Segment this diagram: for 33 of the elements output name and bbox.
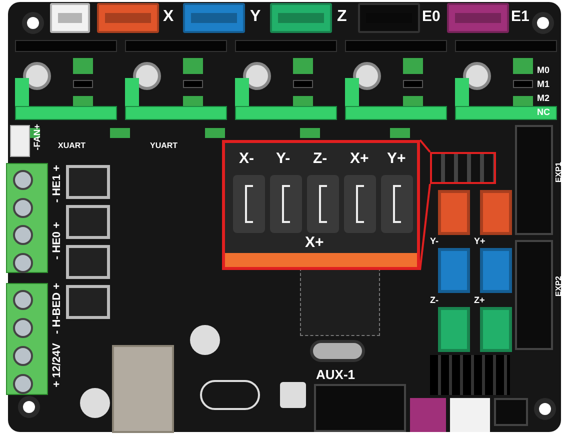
- silkscreen-label: EXP2: [555, 276, 563, 296]
- silkscreen-label: X-: [239, 151, 254, 166]
- silkscreen-label: AUX-1: [316, 368, 356, 381]
- silkscreen-label: E1: [511, 9, 530, 24]
- silkscreen-label: YUART: [150, 142, 178, 150]
- leader-line: [419, 184, 431, 270]
- magnified-inset: [222, 140, 420, 270]
- silkscreen-label: - HE0 +: [52, 222, 63, 260]
- silkscreen-label: E0: [422, 9, 440, 24]
- silkscreen-label: Y+: [387, 151, 406, 166]
- silkscreen-label: X+: [350, 151, 369, 166]
- leader-line: [419, 139, 431, 153]
- silkscreen-label: M2: [537, 94, 550, 103]
- silkscreen-label: - H-BED +: [52, 283, 63, 334]
- silkscreen-label: Y-: [430, 237, 439, 246]
- silkscreen-label: - HE1 +: [52, 165, 63, 203]
- silkscreen-label: Z: [337, 9, 347, 25]
- silkscreen-label: Y: [250, 9, 261, 25]
- silkscreen-label: Z-: [313, 151, 328, 166]
- silkscreen-label: NC: [537, 108, 550, 117]
- silkscreen-label: Y-: [276, 151, 290, 166]
- silkscreen-label: M0: [537, 66, 550, 75]
- silkscreen-label: + 12/24V: [52, 343, 63, 388]
- silkscreen-label: X: [163, 9, 174, 25]
- silkscreen-label: -FAN+: [33, 124, 42, 150]
- silkscreen-label: X+: [305, 235, 324, 250]
- silkscreen-label: M1: [537, 80, 550, 89]
- silkscreen-label: Y+: [474, 237, 486, 246]
- highlight-frame: [430, 152, 496, 184]
- silkscreen-label: Z-: [430, 296, 438, 305]
- silkscreen-label: EXP1: [555, 162, 563, 182]
- silkscreen-label: XUART: [58, 142, 86, 150]
- silkscreen-label: Z+: [474, 296, 485, 305]
